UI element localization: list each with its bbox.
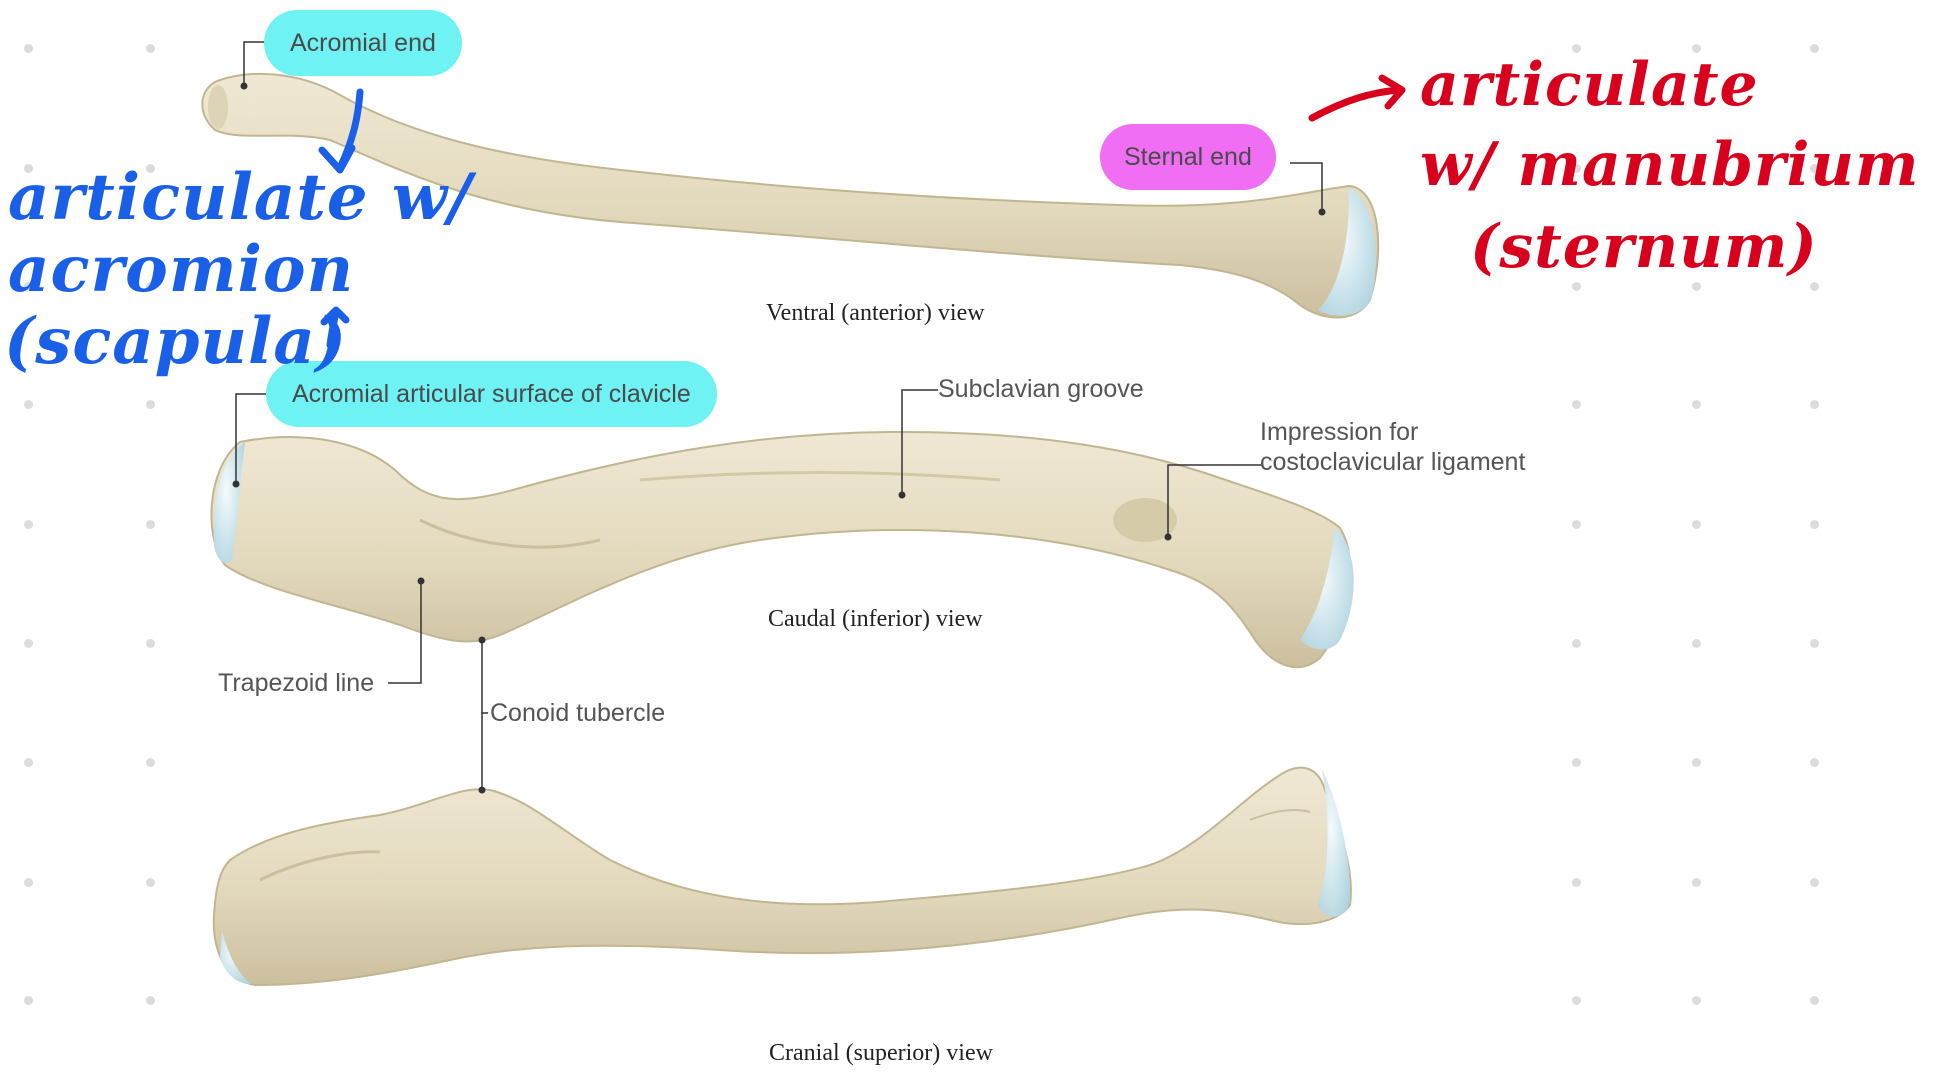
grid-dot (1692, 400, 1701, 409)
grid-dot (146, 758, 155, 767)
grid-dot (146, 639, 155, 648)
grid-dot (1572, 44, 1581, 53)
grid-dot (1810, 520, 1819, 529)
grid-dot (24, 164, 33, 173)
grid-dot (146, 520, 155, 529)
grid-dot (1692, 639, 1701, 648)
leader-dots (232, 82, 1326, 794)
caption-ventral-view: Ventral (anterior) view (766, 300, 985, 326)
annotation-red-line1: articulate (1420, 50, 1759, 120)
caption-caudal-view: Caudal (inferior) view (768, 606, 983, 632)
grid-dot (146, 282, 155, 291)
blue-arrows (318, 88, 364, 349)
grid-dot (1692, 44, 1701, 53)
label-impression-line2: costoclavicular ligament (1260, 448, 1526, 476)
grid-dot (1810, 400, 1819, 409)
annotation-blue-line1: articulate w/ (8, 160, 473, 235)
clavicle-ventral-view (201, 72, 1380, 319)
grid-dot (146, 996, 155, 1005)
annotation-red-line3: (sternum) (1470, 212, 1818, 282)
grid-dot (1810, 164, 1819, 173)
grid-dot (1692, 996, 1701, 1005)
label-acromial-end: Acromial end (264, 10, 462, 76)
grid-dot (1692, 164, 1701, 173)
label-sternal-end: Sternal end (1100, 124, 1276, 190)
grid-dot (1692, 520, 1701, 529)
grid-dot (146, 400, 155, 409)
clavicle-cranial-view (212, 766, 1352, 987)
grid-dot (24, 520, 33, 529)
grid-dot (1810, 996, 1819, 1005)
grid-dot (1572, 996, 1581, 1005)
grid-dot (1572, 878, 1581, 887)
label-trapezoid-line: Trapezoid line (218, 669, 375, 697)
grid-dot (1810, 44, 1819, 53)
grid-dot (24, 639, 33, 648)
grid-dot (24, 996, 33, 1005)
grid-dot (146, 164, 155, 173)
grid-dot (24, 878, 33, 887)
label-acromial-articular-surface: Acromial articular surface of clavicle (266, 361, 717, 427)
clavicle-caudal-view (210, 430, 1354, 669)
annotation-blue-line2: acromion (8, 232, 355, 307)
grid-dot (146, 878, 155, 887)
grid-dot (1810, 282, 1819, 291)
grid-dot (1810, 758, 1819, 767)
grid-dot (1572, 758, 1581, 767)
red-arrow (1308, 74, 1406, 122)
leader-lines (235, 41, 1323, 790)
grid-dot (1692, 758, 1701, 767)
caption-cranial-view: Cranial (superior) view (769, 1040, 993, 1066)
grid-dot (1572, 639, 1581, 648)
grid-dot (1692, 282, 1701, 291)
grid-dot (24, 758, 33, 767)
grid-dot (1572, 400, 1581, 409)
label-subclavian-groove: Subclavian groove (938, 375, 1144, 403)
grid-dot (1810, 639, 1819, 648)
grid-dot (1572, 520, 1581, 529)
grid-dot (24, 400, 33, 409)
grid-dot (1572, 164, 1581, 173)
grid-dot (24, 44, 33, 53)
grid-dot (1810, 878, 1819, 887)
annotation-blue-line3: (scapula) (4, 304, 348, 379)
grid-dot (146, 44, 155, 53)
grid-dot (1692, 878, 1701, 887)
grid-dot (24, 282, 33, 291)
annotation-red-line2: w/ manubrium (1420, 130, 1920, 200)
grid-dot (1572, 282, 1581, 291)
label-conoid-tubercle: Conoid tubercle (490, 699, 666, 727)
label-impression-line1: Impression for (1260, 418, 1419, 446)
